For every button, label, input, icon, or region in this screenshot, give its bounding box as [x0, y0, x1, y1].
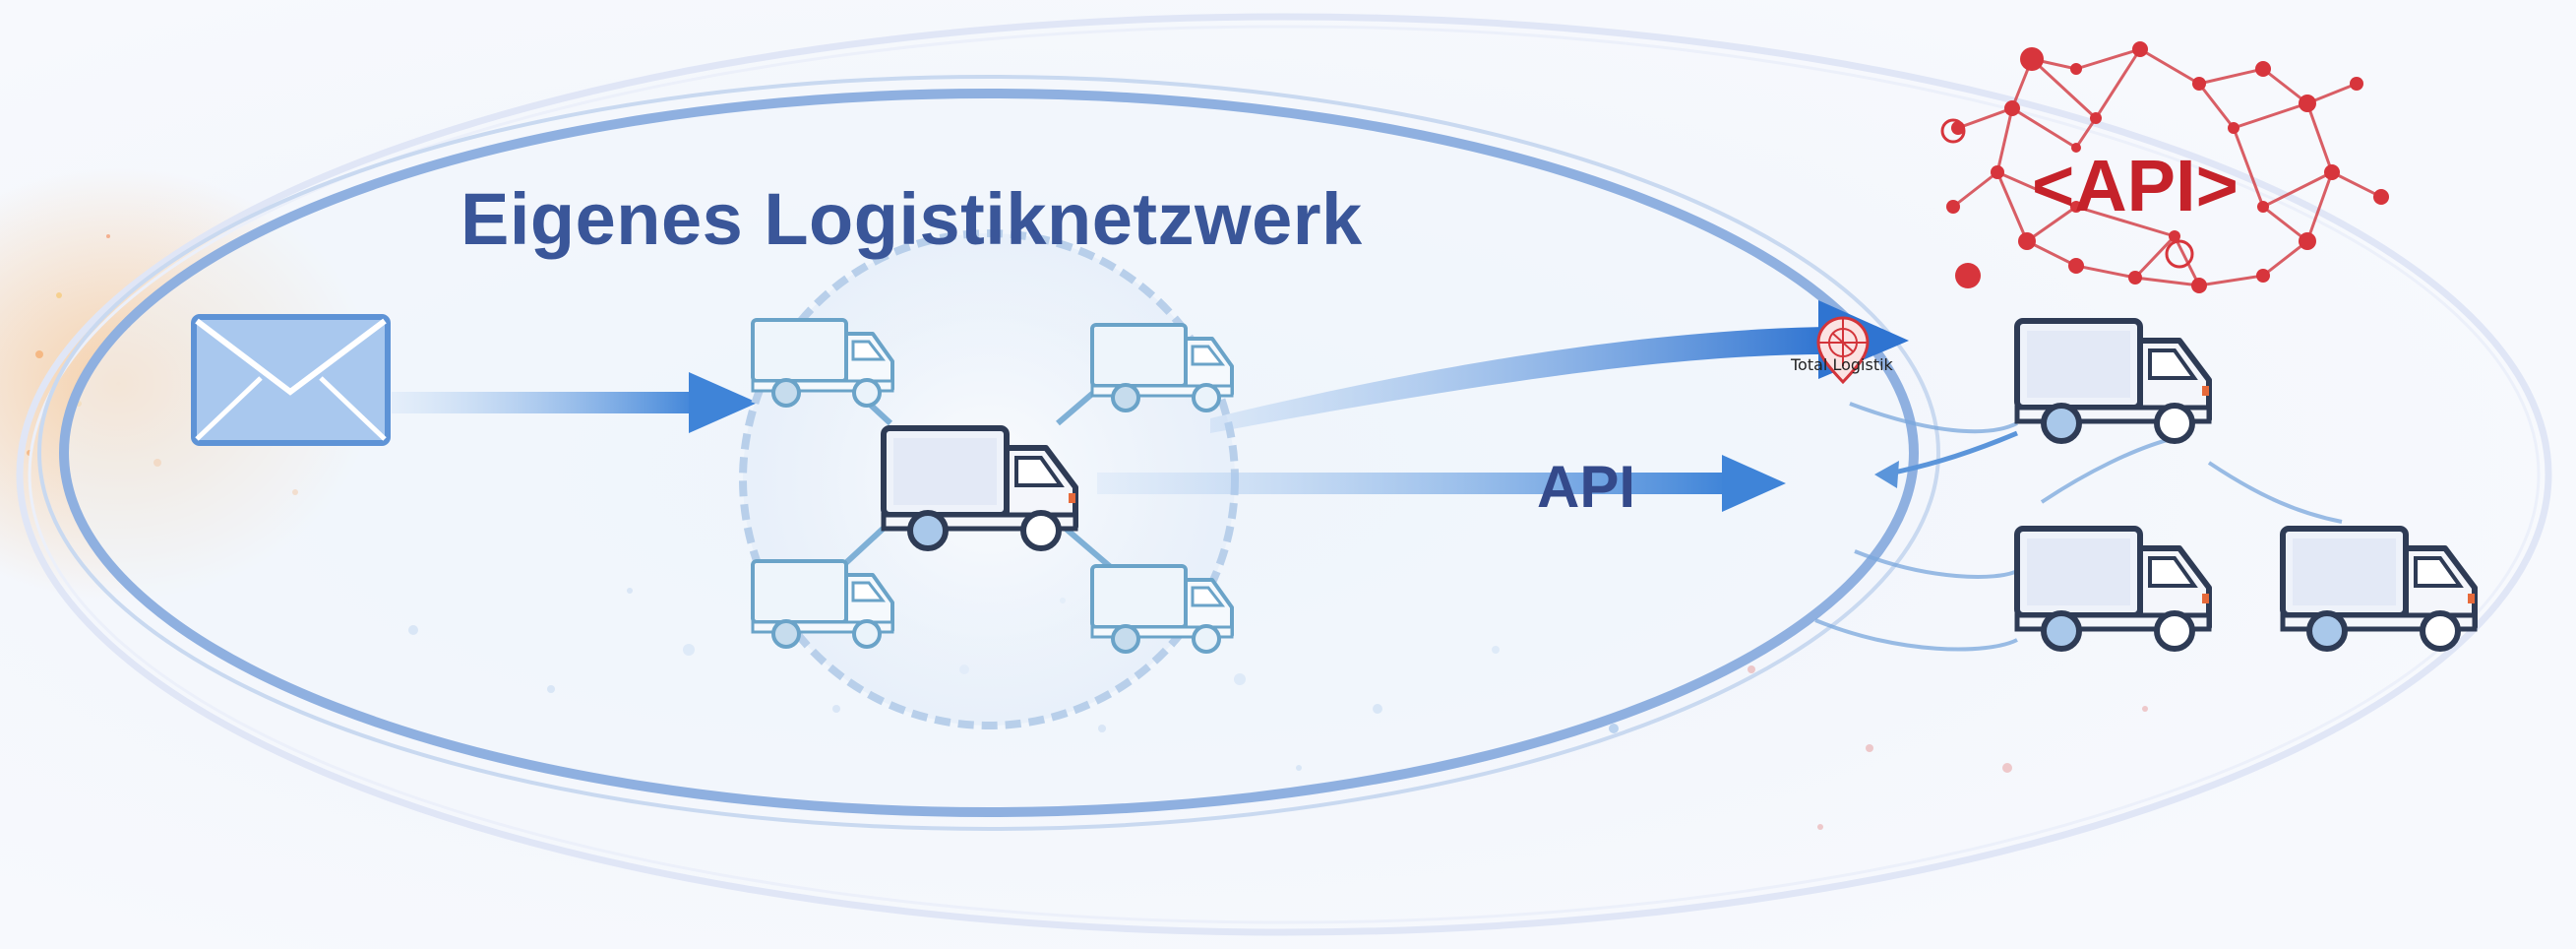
- network-truck-center: [884, 428, 1075, 548]
- api-label: API: [1537, 454, 1636, 520]
- partner-badge-label: Total Logistik: [1791, 355, 1893, 374]
- diagram-title: Eigenes Logistiknetzwerk: [460, 178, 1363, 260]
- partner-truck-top: [2017, 321, 2209, 441]
- envelope-icon: [191, 314, 391, 446]
- network-node-rings: [1940, 118, 2194, 269]
- partner-connectors: [1814, 402, 2343, 652]
- network-node-dots: [1946, 41, 2389, 293]
- outer-ellipse: [16, 13, 2552, 936]
- api-arrow: [1097, 455, 1786, 512]
- partner-return-arrow: [1874, 430, 2018, 488]
- partner-truck-bottom-right: [2283, 529, 2475, 649]
- api-badge-label: <API>: [2032, 145, 2239, 226]
- partner-truck-bottom-left: [2017, 529, 2209, 649]
- location-pin-icon: [1816, 316, 1870, 385]
- arrow-envelope-to-network: [392, 372, 758, 433]
